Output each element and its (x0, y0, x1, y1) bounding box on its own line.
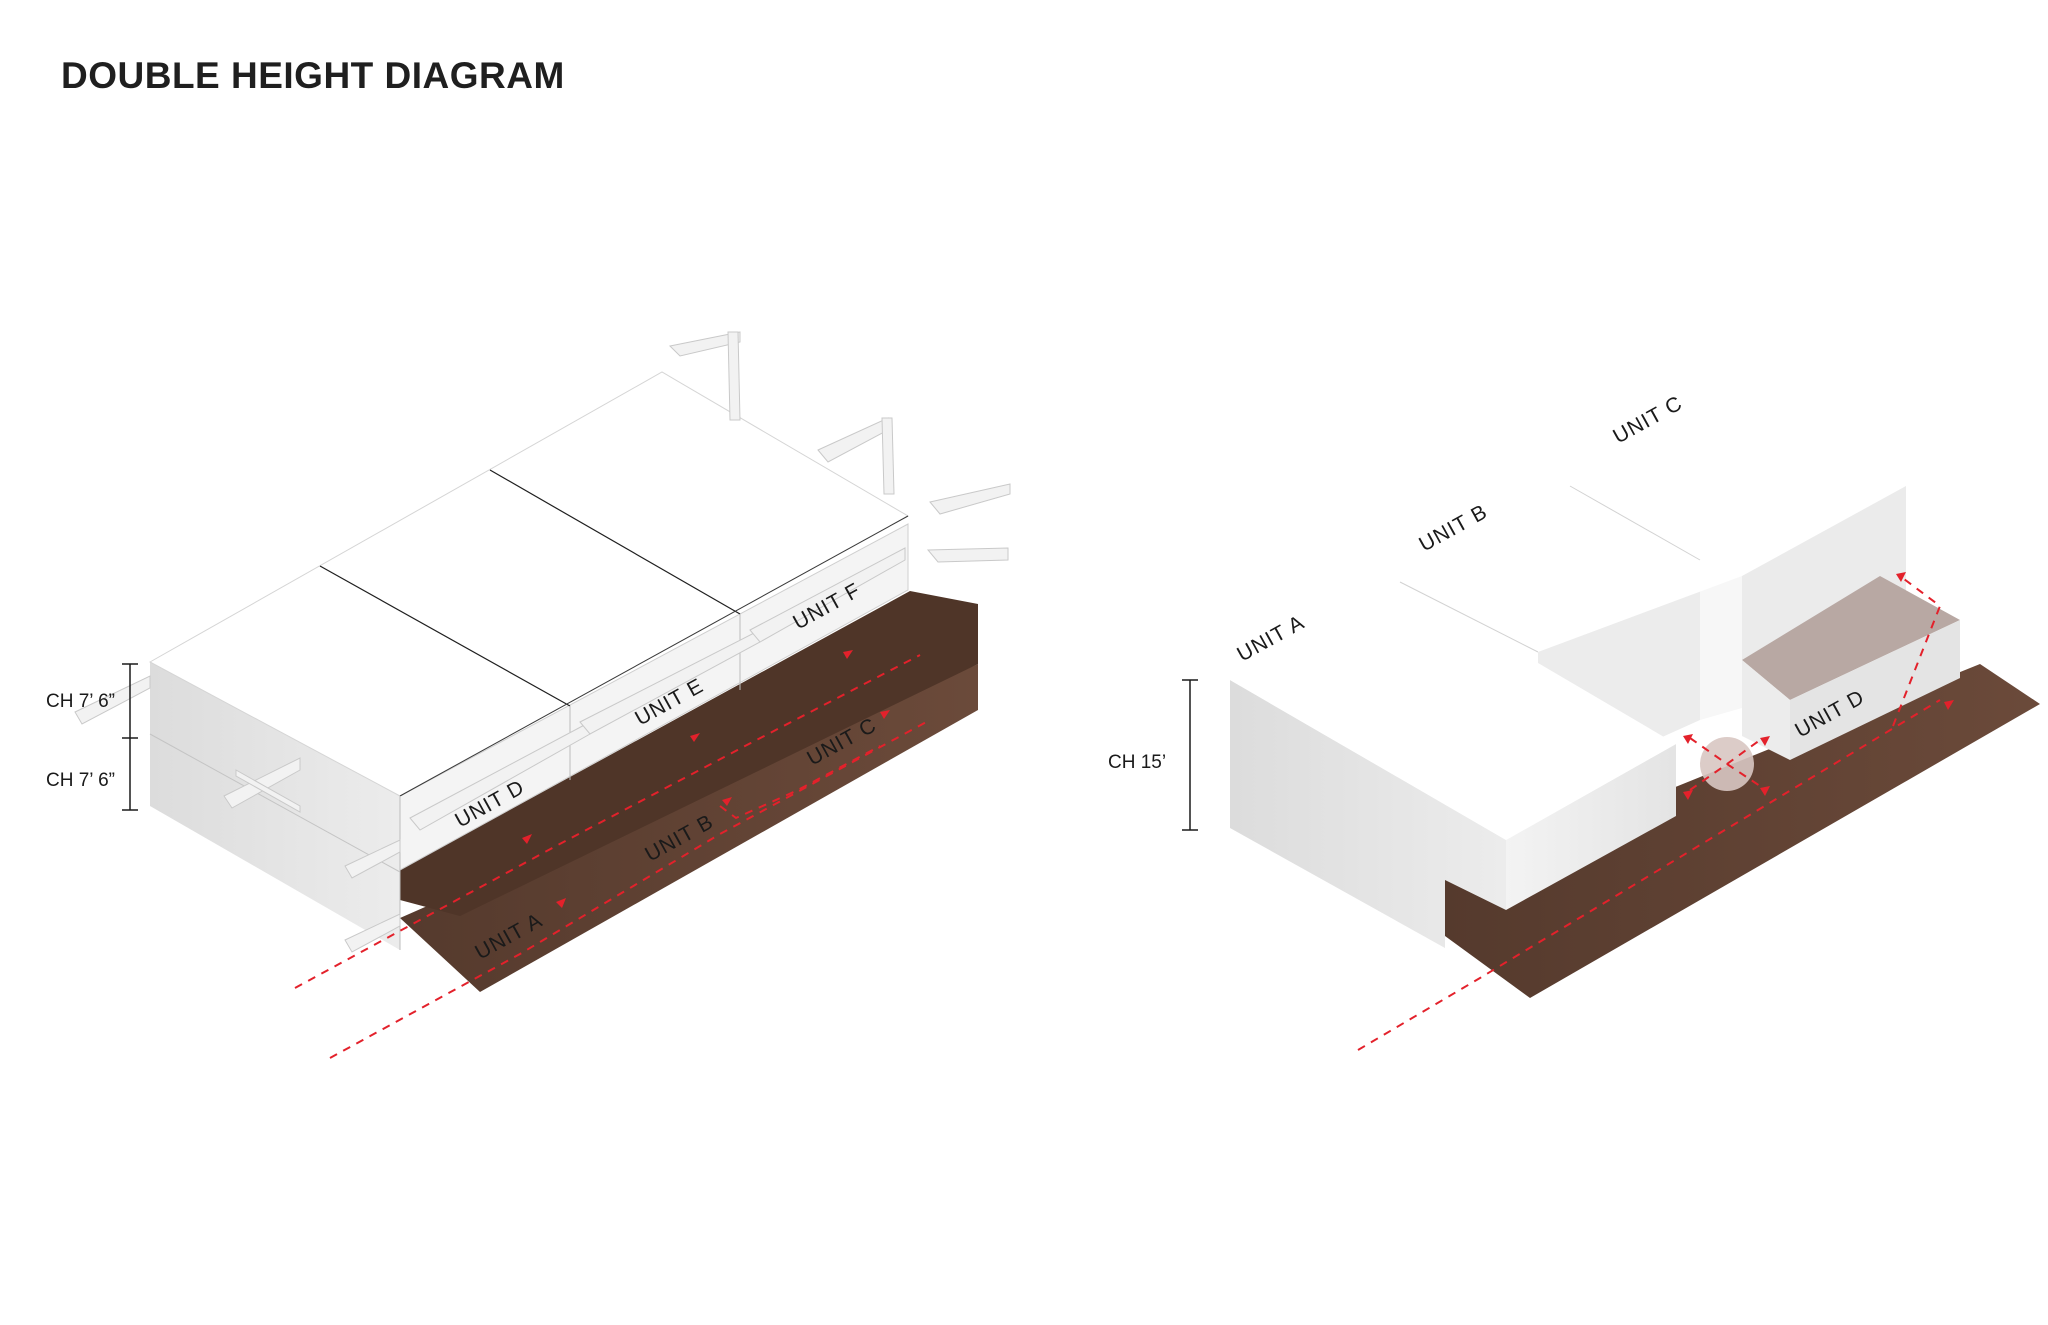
left-arrow-1 (522, 834, 532, 844)
right-floor (1445, 664, 2040, 998)
page-title: DOUBLE HEIGHT DIAGRAM (61, 55, 565, 96)
left-top-divider-1 (319, 565, 571, 707)
left-lower-floor (400, 664, 978, 992)
left-dimension-markers (122, 663, 138, 811)
right-arrow-6 (1760, 786, 1770, 796)
left-top-divider-3 (399, 515, 909, 797)
right-circulation-path (1357, 572, 1954, 1051)
left-arrow-6 (880, 710, 890, 719)
left-dimension-upper: CH 7’ 6” (46, 691, 115, 712)
right-unit-d-front (1742, 660, 1790, 760)
right-roof-divider-1 (1399, 581, 1539, 653)
right-mass-top (1230, 582, 1676, 840)
left-top-divider-2 (489, 469, 741, 615)
right-unit-c-side (1700, 560, 1742, 720)
left-path-lower (329, 719, 931, 1059)
left-diagram: UNIT A UNIT B UNIT C UNIT D UNIT E UNIT … (46, 331, 1011, 1059)
right-arrow-1 (1944, 700, 1954, 710)
right-arrow-2 (1896, 572, 1906, 582)
right-dimension: CH 15’ (1108, 752, 1166, 773)
right-arrow-4 (1683, 790, 1693, 800)
right-mass-front (1230, 680, 1506, 948)
left-structure-beams (74, 331, 1011, 953)
right-arrow-5 (1760, 736, 1770, 746)
left-circulation-paths (294, 650, 931, 1059)
left-arrow-4 (843, 650, 853, 659)
right-unit-d-step-top (1742, 576, 1960, 700)
left-dimension-lower: CH 7’ 6” (46, 770, 115, 791)
left-mass-front (150, 662, 400, 950)
right-dimension-marker (1182, 679, 1198, 831)
left-arrow-3 (690, 733, 700, 742)
left-arrow-2 (556, 898, 566, 908)
right-diagram: UNIT A UNIT B UNIT C UNIT D CH 15’ (1108, 388, 2040, 1051)
right-path-main (1357, 699, 1941, 1051)
right-unit-d-side (1790, 620, 1960, 760)
right-mass-side (1506, 744, 1676, 910)
right-upper-roof (1400, 388, 1742, 652)
left-upper-floor (400, 591, 978, 916)
right-arrow-3 (1683, 734, 1693, 744)
left-arrow-5 (722, 797, 732, 806)
right-roof-divider-2 (1569, 485, 1701, 561)
right-path-branch-2 (1689, 739, 1761, 791)
left-floor-line (149, 733, 401, 873)
